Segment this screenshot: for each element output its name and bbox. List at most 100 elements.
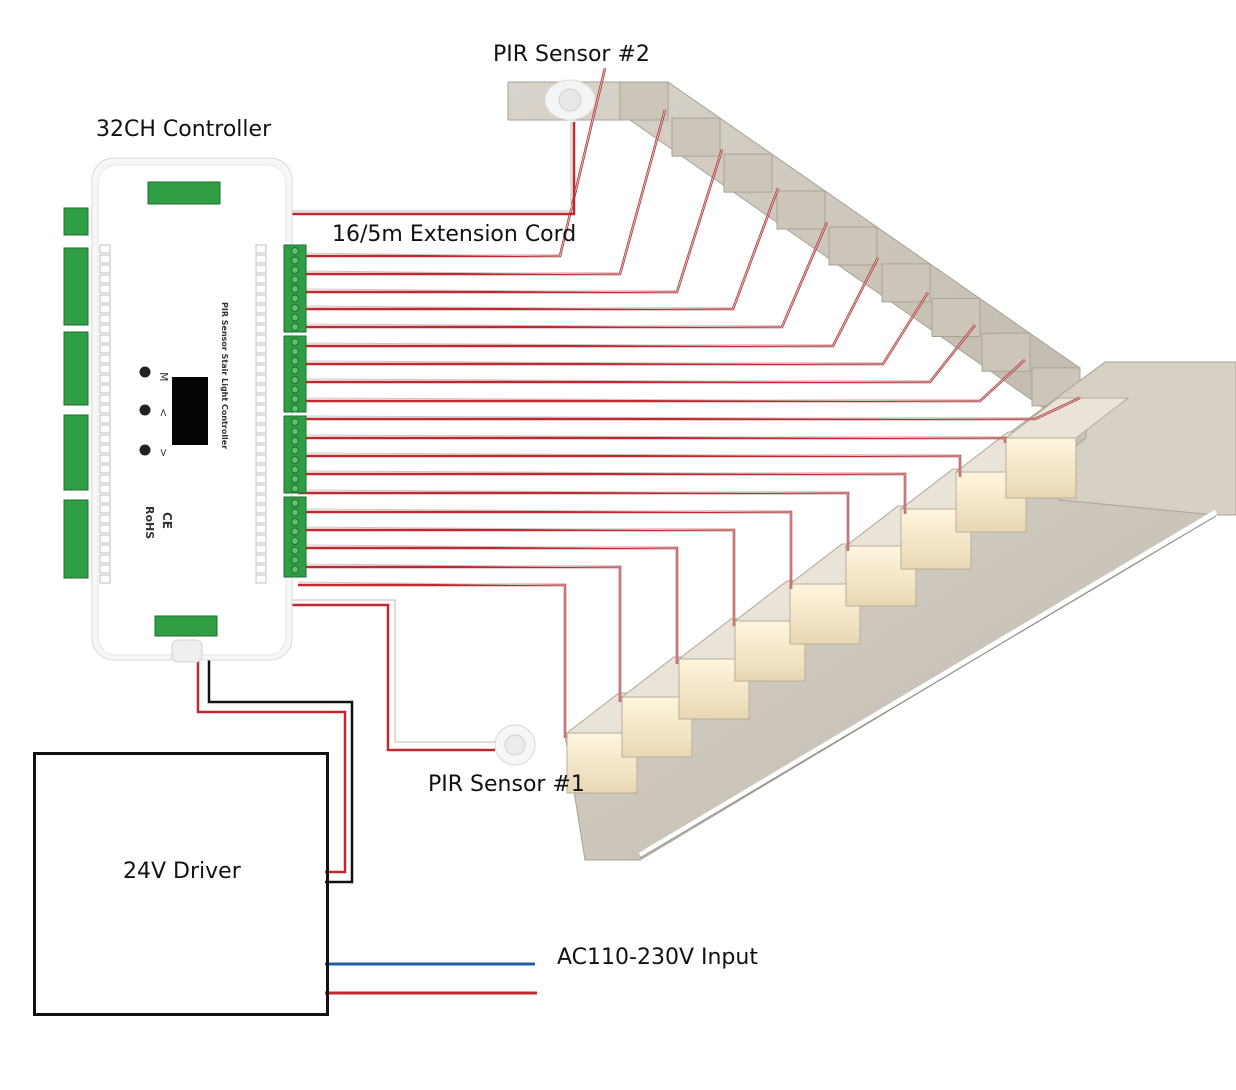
pin-box: [99, 294, 111, 304]
channel-wire: [298, 109, 667, 276]
button-up: [139, 404, 151, 416]
button-m: [139, 366, 151, 378]
channel-wire: [298, 510, 793, 589]
upper-step: [881, 263, 931, 303]
pin-box: [99, 434, 111, 444]
upper-step: [671, 117, 721, 157]
pin-box: [255, 394, 267, 404]
pin-box: [255, 564, 267, 574]
channel-wire: [298, 565, 622, 702]
pin-box: [99, 264, 111, 274]
pin-box: [99, 334, 111, 344]
led-channel-wires: [297, 67, 1081, 738]
driver-label: 24V Driver: [123, 859, 241, 884]
terminal-block: [63, 247, 89, 326]
channel-wire-shadow: [297, 324, 976, 383]
pin-box: [99, 424, 111, 434]
terminal-screw: [291, 418, 299, 426]
pir1-cable: [285, 603, 495, 752]
terminal-screw: [291, 294, 299, 303]
pin-box: [255, 524, 267, 534]
channel-wire-shadow: [297, 470, 906, 514]
terminal-block: [63, 499, 89, 579]
channel-wire: [298, 491, 850, 551]
channel-wire: [298, 436, 1007, 443]
terminal-block: [63, 331, 89, 406]
led-display: [172, 377, 208, 445]
pir-sensor-2-label: PIR Sensor #2: [493, 42, 650, 67]
pin-box: [255, 404, 267, 414]
pin-box: [255, 324, 267, 334]
channel-wire-shadow: [297, 563, 621, 702]
pin-box: [99, 514, 111, 524]
terminal-block: [63, 414, 89, 491]
channel-wire-shadow: [297, 188, 779, 310]
upper-step: [828, 226, 878, 266]
pin-box: [99, 494, 111, 504]
pin-box: [255, 294, 267, 304]
terminal-screw: [291, 376, 299, 384]
pin-box: [99, 284, 111, 294]
pin-box: [99, 454, 111, 464]
channel-wire: [298, 528, 736, 626]
right-output-terminals: [283, 244, 307, 578]
pin-box: [99, 384, 111, 394]
channel-wire-shadow: [297, 397, 1081, 420]
step-tread: [1004, 397, 1130, 439]
upper-step: [981, 332, 1031, 372]
channel-wire: [298, 149, 724, 294]
channel-wire-shadow: [297, 581, 566, 738]
terminal-screw: [291, 527, 299, 536]
extension-cord-label: 16/5m Extension Cord: [332, 222, 577, 247]
terminal-screw: [291, 313, 299, 322]
pin-box: [99, 374, 111, 384]
pir-sensor-1: [494, 724, 536, 766]
terminal-screw: [291, 456, 299, 464]
pin-box: [255, 544, 267, 554]
lower-steps: [565, 397, 1130, 794]
pin-box: [99, 354, 111, 364]
terminal-screw: [291, 546, 299, 555]
channel-wire-shadow: [297, 149, 723, 293]
power-cable-black: [207, 630, 354, 884]
terminal-screw: [291, 247, 299, 255]
handrail-light: [638, 509, 1218, 858]
terminal-screw: [291, 256, 299, 265]
pin-box: [255, 464, 267, 474]
pin-box: [99, 534, 111, 544]
rohs-mark: RoHS: [143, 506, 156, 539]
pin-box: [255, 484, 267, 494]
pin-box: [255, 474, 267, 484]
pin-box: [99, 544, 111, 554]
pin-box: [255, 514, 267, 524]
pin-box: [255, 284, 267, 294]
terminal-screw: [291, 508, 299, 517]
pin-box: [99, 464, 111, 474]
pin-box: [99, 504, 111, 514]
pin-box: [255, 534, 267, 544]
channel-wire: [298, 583, 567, 738]
channel-wire: [298, 257, 880, 348]
terminal-screw: [291, 465, 299, 474]
channel-wire-shadow: [297, 526, 735, 626]
power-terminal-block: [154, 615, 218, 637]
channel-wire-shadow: [297, 508, 792, 589]
terminal-screw: [291, 338, 299, 346]
pin-box: [99, 364, 111, 374]
pin-box: [255, 574, 267, 584]
pin-box: [255, 554, 267, 564]
channel-wire-shadow: [297, 68, 606, 257]
terminal-screw: [291, 537, 299, 545]
pin-box: [255, 434, 267, 444]
channel-wire-shadow: [297, 359, 1026, 402]
pin-box: [99, 394, 111, 404]
pin-box: [99, 484, 111, 494]
controller-label: 32CH Controller: [96, 117, 272, 142]
pin-box: [255, 414, 267, 424]
pin-box: [99, 404, 111, 414]
pin-box: [255, 424, 267, 434]
terminal-screw: [291, 475, 299, 483]
driver-box: [33, 752, 329, 1016]
channel-wire-shadow: [297, 222, 828, 328]
terminal-screw: [291, 395, 299, 403]
